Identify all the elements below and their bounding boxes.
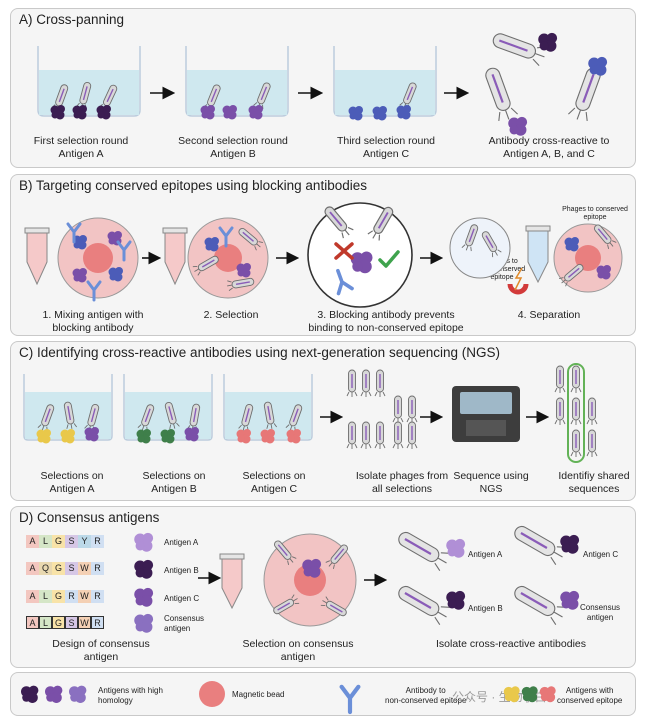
tube-b2 <box>162 227 188 286</box>
zoom-circle-b3 <box>307 202 413 308</box>
residue-box: A <box>26 535 39 548</box>
residue-box: W <box>78 616 91 629</box>
residue-box: R <box>91 616 104 629</box>
residue-box: S <box>65 535 78 548</box>
legend-conserved-icons <box>503 686 556 703</box>
residue-box: A <box>26 616 39 629</box>
residue-box: S <box>65 562 78 575</box>
residue-box: G <box>52 535 65 548</box>
residue-box: A <box>26 590 39 603</box>
seq-label-antigen-c: Antigen C <box>164 594 200 603</box>
well-c3 <box>223 374 313 444</box>
tube-b1 <box>24 227 50 286</box>
residue-box: Y <box>78 535 91 548</box>
residue-box: Q <box>39 562 52 575</box>
cross-icon <box>334 242 354 260</box>
residue-box: S <box>65 616 78 629</box>
well-antigen-a <box>37 46 141 120</box>
residue-box: L <box>39 590 52 603</box>
zoom-circle-d <box>263 533 357 627</box>
shared-sequences <box>554 363 598 463</box>
panel-c-title: C) Identifying cross-reactive antibodies… <box>19 345 500 360</box>
residue-box: R <box>91 590 104 603</box>
highlight-box <box>567 363 585 463</box>
residue-box: L <box>39 535 52 548</box>
residue-box: G <box>52 616 65 629</box>
seq-label-antigen-a: Antigen A <box>164 538 199 547</box>
separation-scene <box>449 217 623 295</box>
step-b4-caption: 4. Separation <box>517 309 581 321</box>
panel-d-title: D) Consensus antigens <box>19 510 160 525</box>
well-antigen-b <box>185 46 289 120</box>
result-label-antigen-a: Antigen A <box>468 550 503 559</box>
panel-b-title: B) Targeting conserved epitopes using bl… <box>19 178 367 193</box>
result-label-antigen-b: Antigen B <box>468 604 503 613</box>
isolated-phages <box>346 369 418 450</box>
residue-box: W <box>78 562 91 575</box>
residue-box: R <box>91 562 104 575</box>
zoom-circle-b2 <box>187 217 269 299</box>
zoom-circle-b1 <box>57 217 139 302</box>
seq-label-antigen-b: Antigen B <box>164 566 199 575</box>
cross-reactive-phages <box>479 27 608 136</box>
panel-ngs: C) Identifying cross-reactive antibodies… <box>10 341 636 501</box>
residue-box: W <box>78 590 91 603</box>
legend-bead-label: Magnetic bead <box>232 690 285 699</box>
legend-antigen-icons <box>21 685 87 703</box>
panel-a-title: A) Cross-panning <box>19 12 125 27</box>
well-c2 <box>123 374 213 444</box>
tube-d <box>219 553 245 610</box>
residue-box: A <box>26 562 39 575</box>
check-icon <box>378 250 400 268</box>
result-label-antigen-c: Antigen C <box>583 550 619 559</box>
magnet-icon <box>507 283 529 295</box>
isolated-cross-reactive <box>393 520 580 627</box>
step-d3-caption: Isolate cross-reactive antibodies <box>436 638 586 650</box>
residue-box: R <box>91 535 104 548</box>
legend-antibody-icon <box>342 687 359 712</box>
residue-box: G <box>52 562 65 575</box>
residue-box: R <box>65 590 78 603</box>
sequencer-icon <box>452 386 520 442</box>
well-c1 <box>23 374 113 444</box>
residue-box: L <box>39 616 52 629</box>
legend-bead-icon <box>199 681 225 707</box>
step-b2-caption: 2. Selection <box>203 309 259 321</box>
residue-box: G <box>52 590 65 603</box>
well-antigen-c <box>333 46 437 121</box>
seq-antigen-icons <box>134 532 154 633</box>
